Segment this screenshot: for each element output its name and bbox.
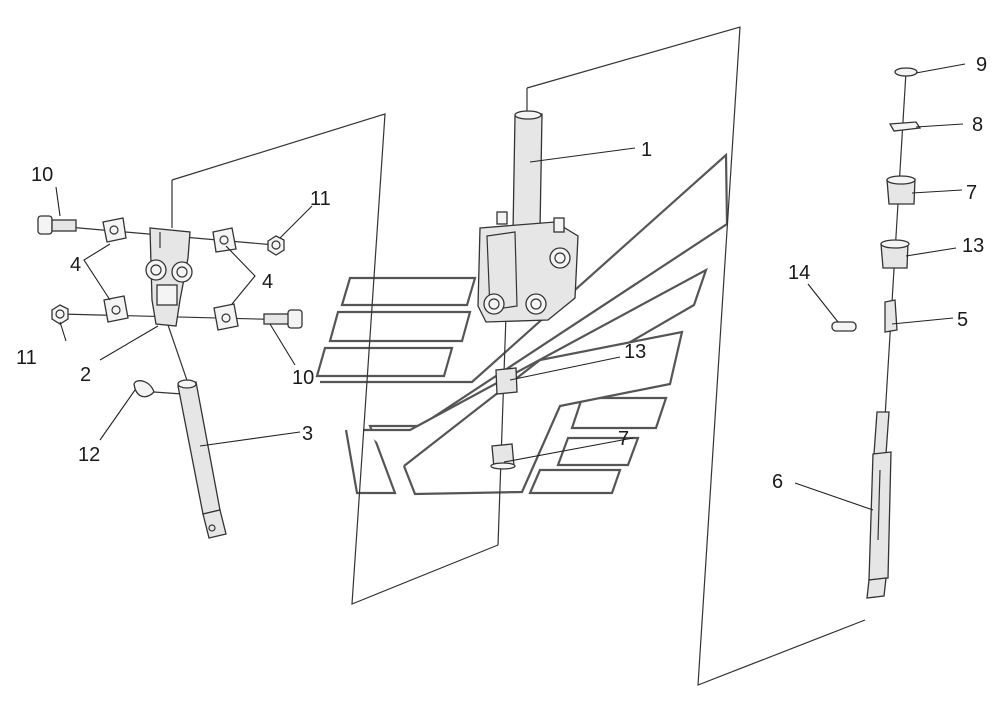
mounting-plate [477,211,579,323]
label-part-14: 14 [788,262,810,284]
label-part-5: 5 [957,309,968,331]
bolt-part-10-upper [37,215,77,235]
bushing-part-7-center [490,443,516,470]
label-part-10-lower: 10 [292,367,314,389]
bolt-part-10-lower [263,309,303,329]
steering-shaft-assembly [831,67,922,599]
washer-part-4-ll [103,295,129,323]
shaft-part-3 [177,379,227,539]
column-tube-part-1 [512,110,543,233]
leader-lines [55,63,966,511]
label-part-10-upper: 10 [31,164,53,186]
bushing-part-13-center [495,367,518,395]
washer-part-4-ul [102,217,127,243]
label-part-3: 3 [302,423,313,445]
label-part-7-right: 7 [966,182,977,204]
nut-part-11-upper [267,235,285,256]
universal-joint-part-2 [145,227,193,327]
assembly-planes [171,26,866,686]
universal-joint-assembly [37,215,303,539]
label-part-1: 1 [641,139,652,161]
bushing-part-7-right [886,175,916,205]
nut-part-11-lower [51,304,69,325]
label-part-13-right: 13 [962,235,984,257]
washer-part-9 [894,67,918,77]
label-part-11-upper: 11 [310,188,331,210]
washer-part-4-ur [212,227,237,253]
pin-part-14 [831,321,857,332]
washer-part-8 [888,121,922,132]
coupling-part-5 [884,299,898,333]
label-part-6: 6 [772,471,783,493]
label-part-2: 2 [80,364,91,386]
label-part-4-right: 4 [262,271,273,293]
label-part-13-center: 13 [624,341,646,363]
washer-part-4-lr [213,303,239,331]
label-part-7-center: 7 [618,428,629,450]
label-part-12: 12 [78,444,100,466]
part-number-labels: 1 2 3 4 4 5 6 7 7 8 9 10 10 11 11 12 13 … [16,54,987,493]
label-part-8: 8 [972,114,983,136]
column-bracket-assembly [477,110,579,546]
label-part-11-lower: 11 [16,347,37,369]
watermark-logo [315,152,729,496]
shaft-part-6 [866,411,892,599]
label-part-9: 9 [976,54,987,76]
label-part-4-left: 4 [70,254,81,276]
key-part-12 [133,380,183,398]
bushing-part-13-right [880,239,910,269]
